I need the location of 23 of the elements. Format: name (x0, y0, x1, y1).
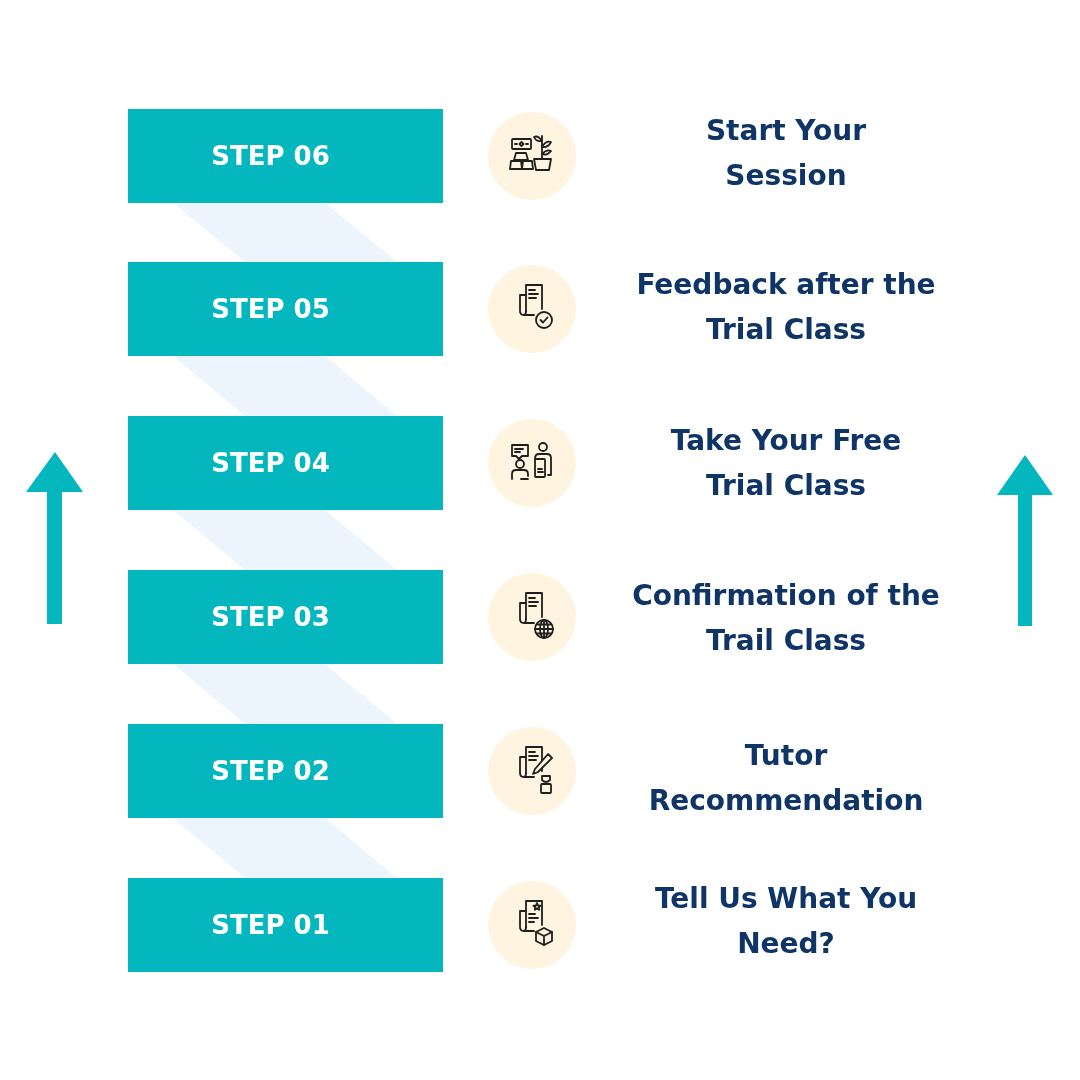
step-label: STEP 01 (211, 909, 330, 941)
step-label: STEP 04 (211, 447, 330, 479)
step-description: Take Your Free Trial Class (669, 423, 903, 504)
step-description: Tutor Recommendation (647, 738, 925, 819)
step-box (128, 570, 443, 664)
step-box (128, 109, 443, 203)
step-box (128, 878, 443, 972)
step-description: Tell Us What You Need? (653, 881, 919, 962)
step-description: Feedback after the Trial Class (635, 267, 937, 348)
step-label: STEP 02 (211, 755, 330, 787)
step-label: STEP 03 (211, 601, 330, 633)
connector-band (173, 664, 397, 724)
step-box (128, 262, 443, 356)
step-box (128, 416, 443, 510)
step-description: Confirmation of the Trail Class (631, 578, 941, 659)
step-box (128, 724, 443, 818)
step-label: STEP 06 (211, 140, 330, 172)
step-description: Start Your Session (704, 113, 868, 194)
connector-band (173, 510, 397, 570)
connector-band (173, 356, 397, 416)
connector-band (173, 203, 397, 262)
connector-band (173, 818, 397, 878)
step-label: STEP 05 (211, 293, 330, 325)
